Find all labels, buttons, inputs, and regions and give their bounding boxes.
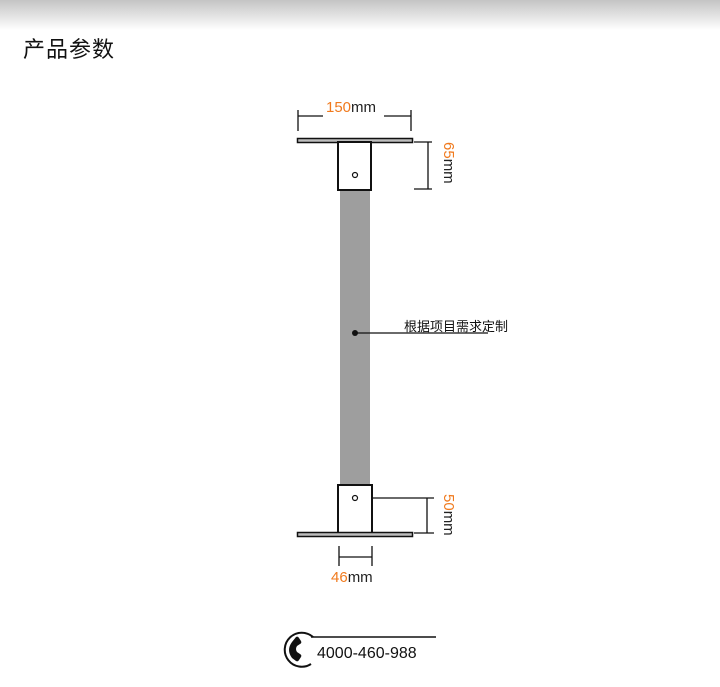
rod <box>340 190 370 485</box>
bottom-bolt-hole <box>351 494 359 502</box>
width-dimension <box>297 110 412 131</box>
top-height-dimension <box>414 141 432 190</box>
custom-length-note: 根据项目需求定制 <box>404 320 509 335</box>
header-gradient-band <box>0 0 720 30</box>
bottom-plate <box>296 531 414 538</box>
width-label: 150mm <box>326 99 377 116</box>
phone-logo <box>283 631 436 668</box>
bracket-width-label: 46mm <box>331 569 373 586</box>
bottom-bracket <box>337 484 373 534</box>
bottom-height-label: 50mm <box>440 494 457 536</box>
top-bolt-hole <box>351 171 359 179</box>
top-height-label: 65mm <box>440 142 457 184</box>
phone-number: 4000-460-988 <box>317 645 417 662</box>
top-bracket <box>337 141 372 191</box>
page-title: 产品参数 <box>23 38 116 63</box>
bracket-width-dimension <box>338 546 373 566</box>
bottom-height-dimension <box>372 497 434 534</box>
phone-icon <box>289 636 302 662</box>
